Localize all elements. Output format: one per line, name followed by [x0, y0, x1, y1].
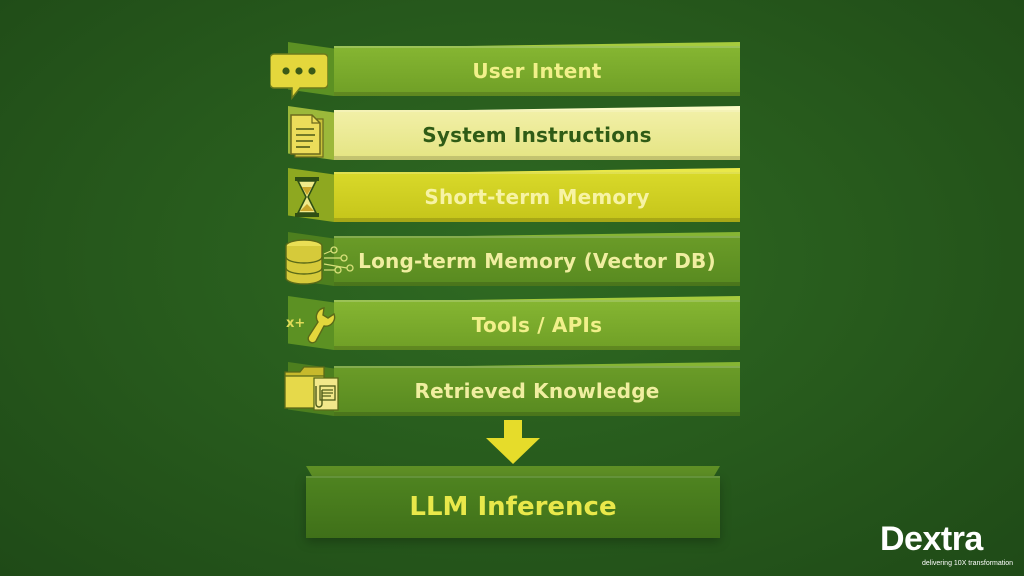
tools-glyph: x+ [286, 316, 306, 331]
llm-block-face: LLM Inference [306, 476, 720, 538]
chat-bubble-icon [270, 53, 328, 100]
layer-face: Long-term Memory (Vector DB) [334, 236, 740, 286]
layer-label: Retrieved Knowledge [414, 379, 660, 403]
document-icon [290, 114, 324, 158]
folder-icon [284, 366, 339, 411]
logo-tagline: delivering 10X transformation [922, 560, 1014, 567]
wrench-icon [307, 307, 336, 344]
layer-face: System Instructions [334, 110, 740, 160]
down-arrow-icon [486, 420, 540, 464]
layer-top-edge [334, 362, 740, 368]
layer-short-term-memory: Short-term Memory [288, 168, 740, 222]
llm-inference-block: LLM Inference [306, 466, 720, 538]
database-icon [285, 239, 354, 285]
dextra-logo: Dextra delivering 10X transformation [880, 522, 1020, 572]
layer-user-intent: User Intent [288, 42, 740, 96]
layer-top-edge [334, 106, 740, 112]
layer-top-edge [334, 42, 740, 48]
layer-label: Short-term Memory [424, 185, 650, 209]
layer-face: Short-term Memory [334, 172, 740, 222]
hourglass-icon [295, 177, 319, 217]
layer-retrieved-knowledge: Retrieved Knowledge [288, 362, 740, 416]
layer-label: Long-term Memory (Vector DB) [358, 249, 716, 273]
layer-face: Retrieved Knowledge [334, 366, 740, 416]
layer-label: System Instructions [422, 123, 652, 147]
layer-face: Tools / APIs [334, 300, 740, 350]
llm-inference-label: LLM Inference [409, 492, 617, 522]
logo-wordmark: Dextra [880, 520, 983, 558]
layer-long-term-memory: Long-term Memory (Vector DB) [288, 232, 740, 286]
layer-top-edge [334, 296, 740, 302]
layer-top-edge [334, 232, 740, 238]
layer-top-edge [334, 168, 740, 174]
layer-label: User Intent [472, 59, 602, 83]
layer-system-instructions: System Instructions [288, 106, 740, 160]
layer-label: Tools / APIs [471, 313, 603, 337]
layer-face: User Intent [334, 46, 740, 96]
layer-tools-apis: Tools / APIs [288, 296, 740, 350]
